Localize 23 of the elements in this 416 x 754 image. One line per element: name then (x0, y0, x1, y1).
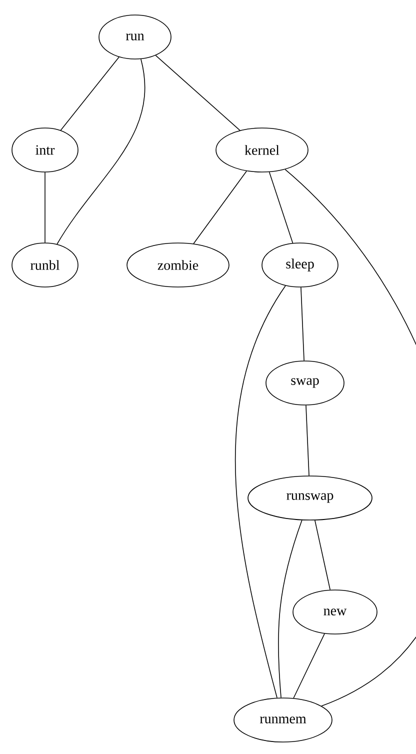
connector-line (44, 172, 46, 243)
ellipse-node: sleep (262, 242, 338, 288)
connector-line (60, 56, 120, 131)
connector-line (284, 169, 416, 706)
connector-line (293, 633, 325, 699)
connector-line (314, 520, 331, 590)
ellipse-node: run (98, 14, 172, 60)
ellipse-node: new (292, 590, 378, 634)
connector-line (278, 520, 302, 698)
connector-line (155, 55, 240, 131)
connector-line (235, 285, 286, 698)
ellipse-node: zombie (126, 242, 230, 288)
connector-line (306, 405, 310, 476)
ellipse-node: swap (266, 360, 344, 406)
connector-line (300, 287, 304, 361)
ellipse-node: kernel (216, 128, 308, 172)
connector-line (268, 172, 294, 244)
ellipse-node: intr (12, 128, 78, 172)
ellipse-node: runbl (12, 242, 78, 288)
ellipse-node: runswap (248, 476, 372, 520)
connector-line (56, 58, 145, 245)
connector-line (193, 170, 247, 244)
ellipse-node: runmem (234, 698, 332, 742)
